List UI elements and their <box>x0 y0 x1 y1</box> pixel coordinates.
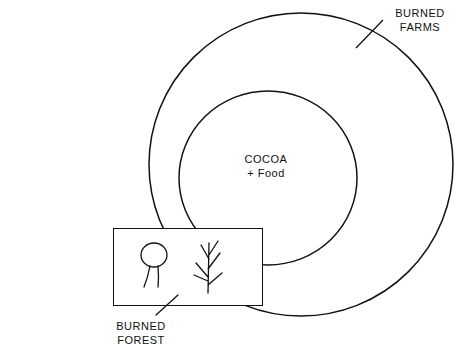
region-label: BURNED FOREST <box>108 319 174 347</box>
region-label: COCOA + Food <box>240 152 292 180</box>
tree-canopy <box>141 243 167 267</box>
tree-sketch <box>114 229 264 307</box>
tree-trunk <box>144 266 159 287</box>
tree-group <box>141 241 222 315</box>
region-label: BURNED FARMS <box>388 6 452 34</box>
bare-tree <box>194 241 222 293</box>
leader-line <box>156 295 178 315</box>
forest-square: BURNED FOREST <box>113 228 263 306</box>
